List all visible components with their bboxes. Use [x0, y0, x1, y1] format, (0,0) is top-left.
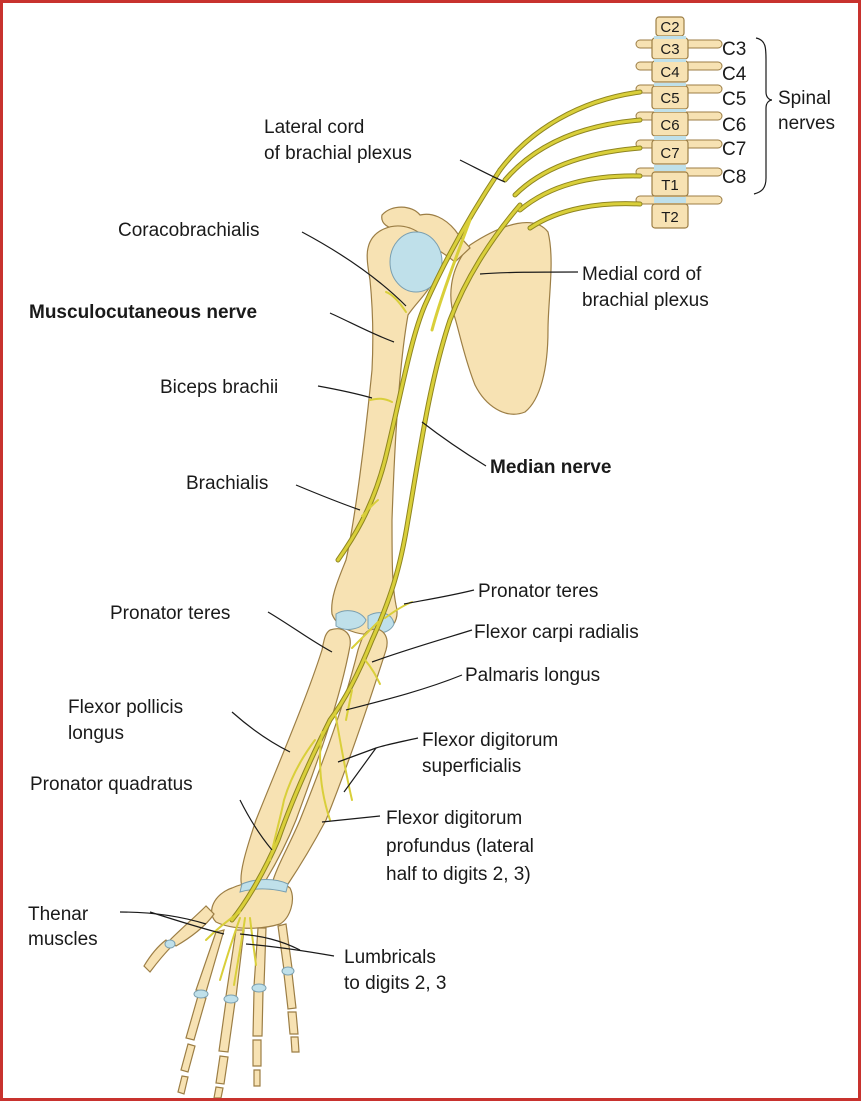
label-musculocutaneous-nerve: Musculocutaneous nerve — [29, 302, 257, 323]
label-fdp-1: Flexor digitorum — [386, 808, 522, 829]
label-fds-2: superficialis — [422, 756, 521, 777]
ring-phalanx-prox — [253, 991, 263, 1036]
label-fdp-2: profundus (lateral — [386, 836, 534, 857]
label-flexor-carpi-radialis: Flexor carpi radialis — [474, 622, 639, 643]
vertebra-label-c7: C7 — [660, 145, 679, 162]
label-median-nerve: Median nerve — [490, 457, 611, 478]
label-fpl-1: Flexor pollicis — [68, 697, 183, 718]
vertebra-label-c5: C5 — [660, 90, 679, 107]
label-fds-1: Flexor digitorum — [422, 730, 558, 751]
label-thenar-2: muscles — [28, 929, 98, 950]
spinal-root-labels: C3 C4 C5 C6 C7 C8 Spinal nerves — [722, 39, 835, 188]
index-phalanx-mid — [181, 1044, 195, 1072]
spinal-nerves-label-1: Spinal — [778, 88, 831, 109]
label-brachialis: Brachialis — [186, 473, 268, 494]
vertebra-label-c4: C4 — [660, 64, 679, 81]
label-thenar-1: Thenar — [28, 904, 89, 925]
label-medial-cord-1: Medial cord of — [582, 264, 702, 285]
label-biceps-brachii: Biceps brachii — [160, 377, 278, 398]
little-phalanx-dist — [291, 1037, 299, 1052]
label-lumbricals-2: to digits 2, 3 — [344, 973, 446, 994]
little-metacarpal — [278, 924, 292, 970]
root-t1 — [530, 204, 640, 228]
label-fpl-2: longus — [68, 723, 124, 744]
label-coracobrachialis: Coracobrachialis — [118, 220, 260, 241]
root-label-c4: C4 — [722, 64, 747, 85]
label-lumbricals-1: Lumbricals — [344, 947, 436, 968]
thumb-joint — [165, 940, 175, 948]
median-nerve-illustration: C2 C3 C4 C5 C6 C7 T1 T2 — [3, 3, 858, 1098]
label-fdp-3: half to digits 2, 3) — [386, 864, 531, 885]
index-phalanx-prox — [186, 996, 206, 1040]
label-pronator-quadratus: Pronator quadratus — [30, 774, 193, 795]
label-pronator-teres-left: Pronator teres — [110, 603, 230, 624]
little-phalanx-mid — [288, 1012, 298, 1034]
label-lateral-cord-2: of brachial plexus — [264, 143, 412, 164]
vertebra-label-c3: C3 — [660, 41, 679, 58]
label-palmaris-longus: Palmaris longus — [465, 665, 600, 686]
spinal-nerves-label-2: nerves — [778, 113, 835, 134]
labels: C3 C4 C5 C6 C7 C8 Spinal nerves Lateral … — [28, 39, 835, 994]
ring-phalanx-dist — [254, 1070, 260, 1086]
root-label-c8: C8 — [722, 167, 746, 188]
root-label-c3: C3 — [722, 39, 746, 60]
root-label-c7: C7 — [722, 139, 746, 160]
vertebra-label-t2: T2 — [661, 209, 679, 226]
root-c5 — [500, 92, 640, 170]
middle-phalanx-prox — [219, 1001, 235, 1052]
index-metacarpal — [196, 930, 224, 992]
label-pronator-teres-right: Pronator teres — [478, 581, 598, 602]
vertebra-label-t1: T1 — [661, 177, 679, 194]
middle-phalanx-dist — [214, 1087, 223, 1098]
label-lateral-cord-1: Lateral cord — [264, 117, 364, 138]
middle-phalanx-mid — [216, 1056, 228, 1084]
root-label-c5: C5 — [722, 89, 746, 110]
ring-phalanx-mid — [253, 1040, 261, 1066]
cervical-spine: C2 C3 C4 C5 C6 C7 T1 T2 — [636, 17, 722, 228]
little-phalanx-prox — [284, 973, 296, 1009]
vertebra-label-c6: C6 — [660, 117, 679, 134]
root-label-c6: C6 — [722, 115, 746, 136]
index-phalanx-dist — [178, 1076, 188, 1094]
vertebra-label-c2: C2 — [660, 19, 679, 36]
label-medial-cord-2: brachial plexus — [582, 290, 709, 311]
